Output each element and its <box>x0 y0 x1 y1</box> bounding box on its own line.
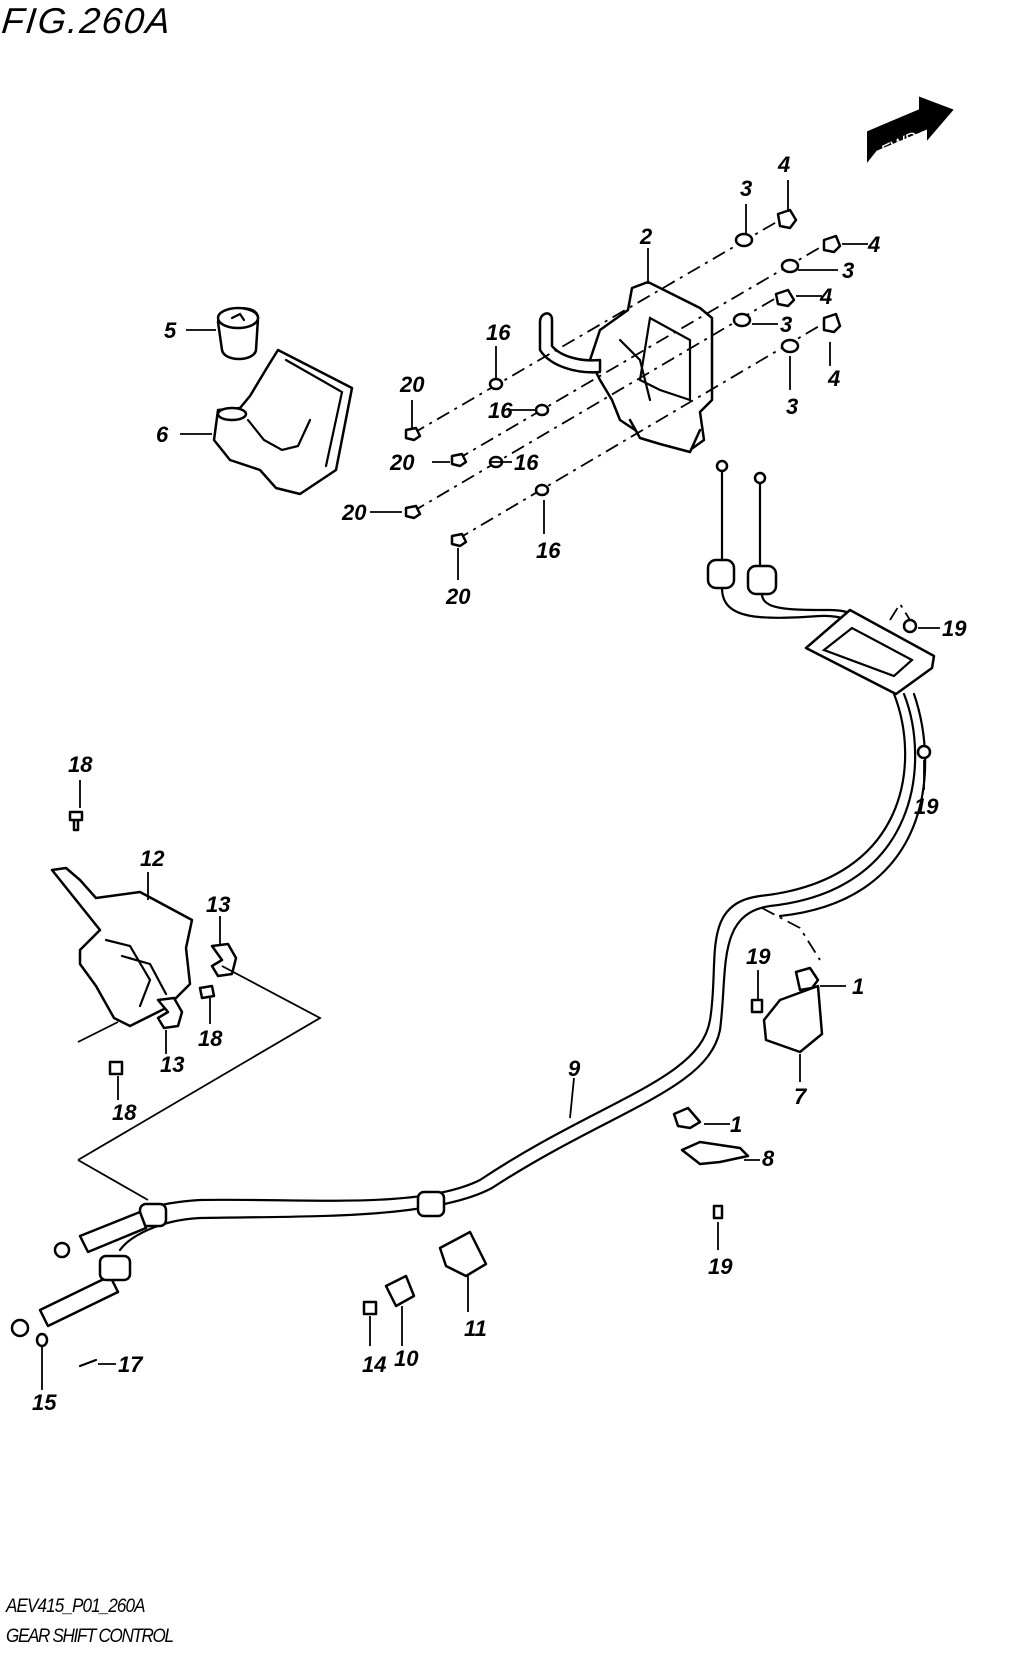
callout-15: 15 <box>32 1390 57 1415</box>
callout-3: 3 <box>842 258 854 283</box>
bushing-3 <box>780 338 800 354</box>
callout-4: 4 <box>867 232 880 257</box>
callout-4: 4 <box>777 152 790 177</box>
callout-19: 19 <box>942 616 967 641</box>
callout-11: 11 <box>464 1316 487 1341</box>
bracket-12 <box>50 866 194 1028</box>
washer-15 <box>35 1332 49 1348</box>
callout-16: 16 <box>486 320 511 345</box>
callout-6: 6 <box>156 422 169 447</box>
bushing-3 <box>780 258 800 274</box>
figure-code: AEV415_P01_260A <box>6 1596 146 1617</box>
nut-20 <box>404 504 422 520</box>
callout-19: 19 <box>914 794 939 819</box>
bracket-10 <box>384 1274 416 1308</box>
callout-1: 1 <box>730 1112 742 1137</box>
callout-13: 13 <box>160 1052 184 1077</box>
washer-16 <box>534 483 550 497</box>
callout-13: 13 <box>206 892 230 917</box>
clip-13 <box>210 942 238 978</box>
callout-1: 1 <box>852 974 864 999</box>
callout-19: 19 <box>746 944 771 969</box>
callout-3: 3 <box>786 394 798 419</box>
bolt-19 <box>902 618 918 634</box>
bolt-18 <box>68 810 84 832</box>
callout-5: 5 <box>164 318 177 343</box>
nut-4 <box>776 208 798 230</box>
callout-20: 20 <box>445 584 471 609</box>
shift-knob <box>216 306 260 361</box>
bolt-18 <box>108 1060 124 1076</box>
callout-18: 18 <box>68 752 93 777</box>
shift-cable-assembly <box>10 459 936 1338</box>
callout-12: 12 <box>140 846 165 871</box>
washer-16 <box>534 403 550 417</box>
bracket-11 <box>438 1230 488 1278</box>
bushing-3 <box>734 232 754 248</box>
callout-9: 9 <box>568 1056 581 1081</box>
callout-16: 16 <box>536 538 561 563</box>
nut-20 <box>450 532 468 548</box>
callout-3: 3 <box>740 176 752 201</box>
nut-4 <box>774 288 796 308</box>
bracket-8 <box>680 1140 750 1166</box>
shift-boot <box>212 348 354 496</box>
nut-4 <box>822 312 842 334</box>
callout-2: 2 <box>639 224 653 249</box>
callout-18: 18 <box>112 1100 137 1125</box>
clamp-1 <box>672 1106 702 1130</box>
bolt-19 <box>750 998 764 1014</box>
shift-lever-housing <box>538 280 714 454</box>
pin-17 <box>78 1358 98 1368</box>
fwd-arrow-icon: FWD <box>867 96 954 163</box>
nut-20 <box>450 452 468 468</box>
callout-18: 18 <box>198 1026 223 1051</box>
callout-3: 3 <box>780 312 792 337</box>
callout-20: 20 <box>389 450 415 475</box>
bushing-3 <box>732 312 752 328</box>
callout-4: 4 <box>819 284 832 309</box>
bolt-19 <box>712 1204 724 1220</box>
washer-16 <box>488 377 504 391</box>
callout-16: 16 <box>514 450 539 475</box>
bolt-14 <box>362 1300 378 1316</box>
bolt-18 <box>198 984 216 1000</box>
callout-17: 17 <box>118 1352 144 1377</box>
callout-16: 16 <box>488 398 513 423</box>
bolt-19 <box>916 744 932 760</box>
clip-13 <box>156 996 184 1030</box>
figure-caption: GEAR SHIFT CONTROL <box>6 1626 174 1647</box>
callout-4: 4 <box>827 366 840 391</box>
clamp-1 <box>794 966 820 992</box>
nut-20 <box>404 426 422 442</box>
callout-20: 20 <box>341 500 367 525</box>
callout-10: 10 <box>394 1346 419 1371</box>
callout-20: 20 <box>399 372 425 397</box>
callout-19: 19 <box>708 1254 733 1279</box>
bracket-7 <box>762 984 824 1054</box>
callout-14: 14 <box>362 1352 386 1377</box>
callout-8: 8 <box>762 1146 775 1171</box>
nut-4 <box>822 234 842 254</box>
callout-7: 7 <box>794 1084 808 1109</box>
